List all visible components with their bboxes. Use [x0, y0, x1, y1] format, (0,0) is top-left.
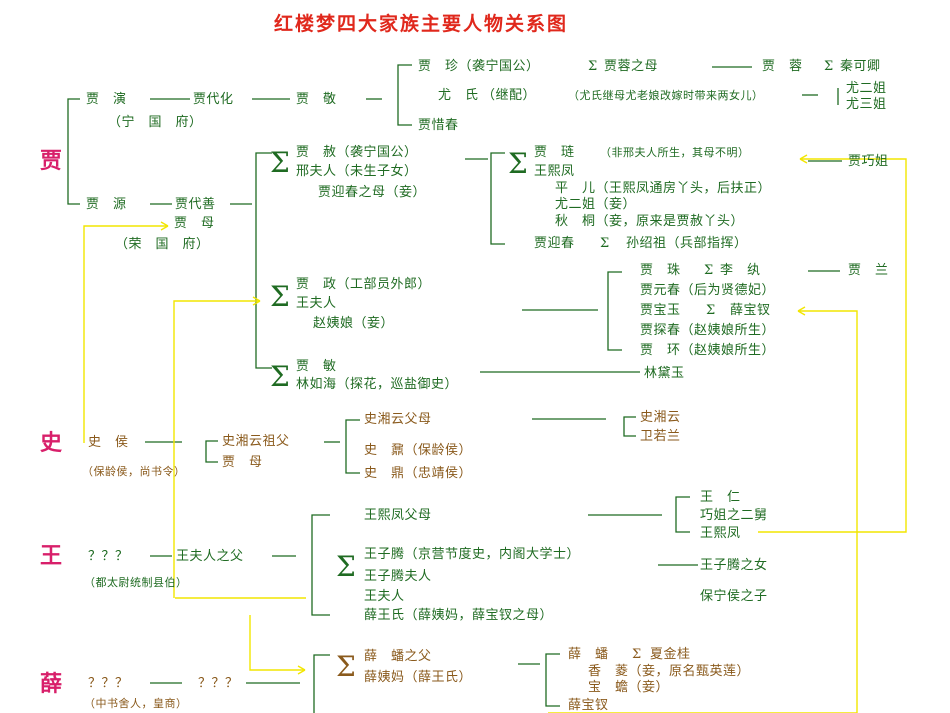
zhao-yiniang: 赵姨娘（妾） — [313, 316, 395, 331]
wei-ruolan: 卫若兰 — [640, 429, 681, 444]
jia-zhen: 贾 珍（袭宁国公） — [418, 59, 540, 74]
you-erjie: 尤二姐 — [846, 81, 887, 96]
yingchun-mother: 贾迎春之母（妾） — [318, 185, 427, 200]
shi-hou: 史 侯 — [88, 435, 129, 450]
you-shi-note: （继配） — [482, 88, 537, 103]
shi-xiangyun: 史湘云 — [640, 410, 681, 425]
xue-unknown-2: ？？？ — [198, 676, 239, 691]
you-erjie-concubine: 尤二姐（妾） — [555, 197, 637, 212]
wang-furen-2: 王夫人 — [364, 589, 405, 604]
jia-zhu: 贾 珠 — [640, 263, 681, 278]
xia-jingui: 夏金桂 — [650, 647, 691, 662]
jia-lian-note: （非邢夫人所生，其母不明） — [600, 146, 750, 159]
shi-jiamu: 贾 母 — [222, 455, 263, 470]
sigma-marriage: Σ — [336, 650, 356, 683]
sigma-marriage: Σ — [508, 147, 528, 180]
ningguo-mansion: （宁 国 府） — [108, 115, 203, 130]
sigma-marriage: Σ — [824, 59, 834, 74]
wang-xifeng: 王熙凤 — [534, 164, 575, 179]
ping-er: 平 儿（王熙凤通房丫头，后扶正） — [555, 181, 772, 196]
wang-unknown: ？？？ — [88, 549, 129, 564]
sigma-marriage: Σ — [600, 236, 610, 251]
jia-yingchun: 贾迎春 — [534, 236, 575, 251]
xue-wangshi: 薛王氏（薛姨妈，薛宝钗之母） — [364, 608, 554, 623]
you-shi: 尤 氏 — [438, 88, 479, 103]
wang-furen: 王夫人 — [296, 296, 337, 311]
sigma-marriage: Σ — [632, 647, 642, 662]
shi-nai: 史 鼐（保龄侯） — [364, 443, 473, 458]
baoninghou-son: 保宁侯之子 — [700, 589, 768, 604]
sigma-marriage: Σ — [270, 280, 290, 313]
xue-note: （中书舍人，皇商） — [84, 697, 188, 710]
jia-daihua: 贾代化 — [193, 92, 234, 107]
ziteng-daughter: 王子腾之女 — [700, 558, 768, 573]
family-label-wang: 王 — [40, 543, 63, 569]
qin-keqing: 秦可卿 — [840, 59, 881, 74]
shi-hou-note: （保龄侯，尚书令） — [82, 465, 186, 478]
xue-baochai: 薛宝钗 — [730, 303, 771, 318]
wang-note: （都太尉统制县伯） — [84, 576, 188, 589]
jia-lian: 贾 琏 — [534, 145, 575, 160]
xue-unknown-1: ？？？ — [88, 676, 129, 691]
jia-rong: 贾 蓉 — [762, 59, 803, 74]
sigma-marriage: Σ — [270, 146, 290, 179]
wang-furen-father: 王夫人之父 — [176, 549, 244, 564]
family-label-xue: 薛 — [40, 671, 63, 697]
xue-baochai-2: 薛宝钗 — [568, 698, 609, 713]
jia-huan: 贾 环（赵姨娘所生） — [640, 343, 776, 358]
xue-pan: 薛 蟠 — [568, 647, 609, 662]
jia-xichun: 贾惜春 — [418, 118, 459, 133]
sigma-marriage: Σ — [336, 550, 356, 583]
jia-zheng: 贾 政（工部员外郎） — [296, 277, 432, 292]
qiaojie-uncle: 巧姐之二舅 — [700, 508, 768, 523]
xifeng-parents: 王熙凤父母 — [364, 508, 432, 523]
lin-daiyu: 林黛玉 — [644, 366, 685, 381]
jia-yan: 贾 演 — [86, 92, 127, 107]
li-wan: 李 纨 — [720, 263, 761, 278]
rongguo-mansion: （荣 国 府） — [115, 237, 210, 252]
jia-yuan: 贾 源 — [86, 197, 127, 212]
you-sanjie: 尤三姐 — [846, 97, 887, 112]
sigma-marriage: Σ — [706, 303, 716, 318]
jia-min: 贾 敏 — [296, 359, 337, 374]
you-shi-detail: （尤氏继母尤老娘改嫁时带来两女儿） — [568, 89, 764, 102]
xing-furen: 邢夫人（未生子女） — [296, 164, 418, 179]
jia-mu: 贾 母 — [174, 216, 215, 231]
jia-lan: 贾 兰 — [848, 263, 889, 278]
jia-daishan: 贾代善 — [175, 197, 216, 212]
jia-baoyu: 贾宝玉 — [640, 303, 681, 318]
wang-ziteng-wife: 王子腾夫人 — [364, 569, 432, 584]
sigma-marriage: Σ — [588, 59, 598, 74]
wang-xifeng-2: 王熙凤 — [700, 526, 741, 541]
sigma-marriage: Σ — [704, 263, 714, 278]
bao-chan: 宝 蟾（妾） — [588, 680, 670, 695]
jia-qiaojie: 贾巧姐 — [848, 154, 889, 169]
xiang-ling: 香 菱（妾，原名甄英莲） — [588, 664, 751, 679]
jia-tanchun: 贾探春（赵姨娘所生） — [640, 323, 776, 338]
qiu-tong: 秋 桐（妾，原来是贾赦丫头） — [555, 214, 745, 229]
jia-rong-mother: 贾蓉之母 — [604, 59, 659, 74]
sun-shaozu: 孙绍祖（兵部指挥） — [626, 236, 748, 251]
family-label-jia: 贾 — [40, 148, 63, 174]
shi-ding: 史 鼎（忠靖侯） — [364, 466, 473, 481]
xiangyun-parents: 史湘云父母 — [364, 412, 432, 427]
xue-yima: 薛姨妈（薛王氏） — [364, 670, 473, 685]
diagram-title: 红楼梦四大家族主要人物关系图 — [274, 13, 569, 35]
wang-ren: 王 仁 — [700, 490, 741, 505]
jia-she: 贾 赦（袭宁国公） — [296, 145, 418, 160]
wang-ziteng: 王子腾（京营节度史，内阁大学士） — [364, 547, 581, 562]
lin-ruhai: 林如海（探花，巡盐御史） — [296, 377, 459, 392]
xiangyun-grandfather: 史湘云祖父 — [222, 434, 290, 449]
family-label-shi: 史 — [40, 430, 63, 456]
xue-pan-father: 薛 蟠之父 — [364, 649, 432, 664]
jia-jing: 贾 敬 — [296, 92, 337, 107]
jia-yuanchun: 贾元春（后为贤德妃） — [640, 283, 776, 298]
sigma-marriage: Σ — [270, 360, 290, 393]
